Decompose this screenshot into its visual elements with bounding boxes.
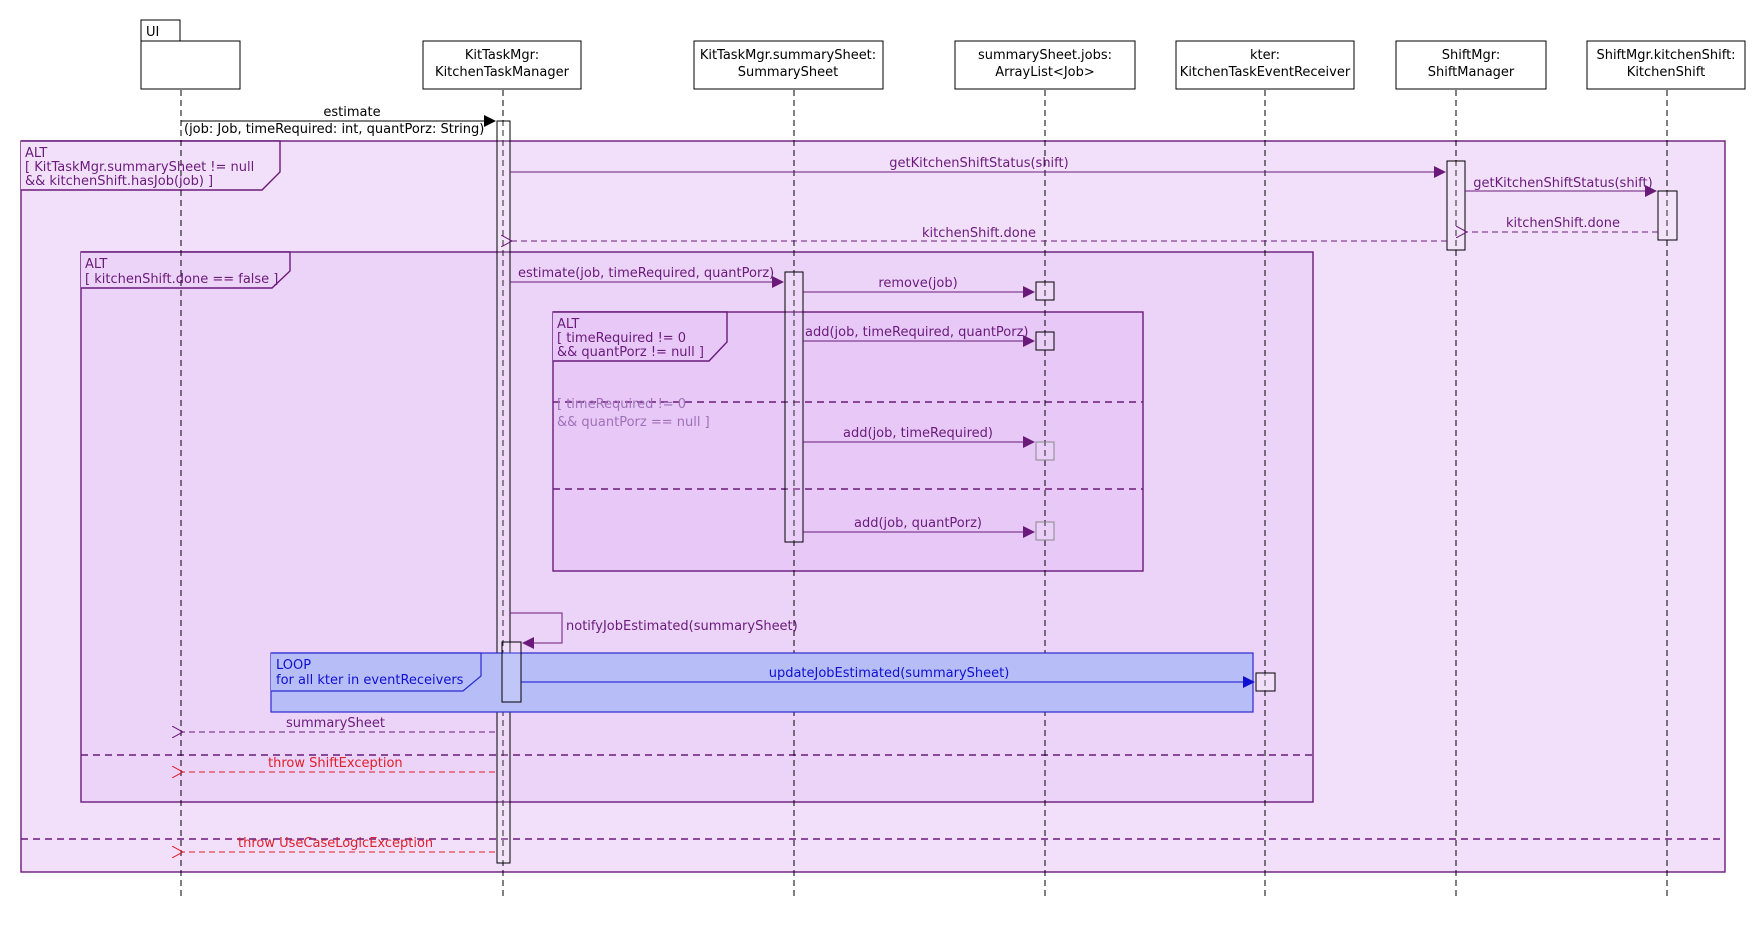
msg-get-status-2-label: getKitchenShiftStatus(shift) bbox=[1473, 176, 1652, 191]
msg-add-time-label: add(job, timeRequired) bbox=[843, 426, 993, 441]
loop-keyword: LOOP bbox=[276, 658, 311, 673]
activation-kter bbox=[1255, 672, 1276, 692]
msg-estimate-call-label: estimate(job, timeRequired, quantPorz) bbox=[518, 266, 774, 281]
msg-notify-label: notifyJobEstimated(summarySheet) bbox=[566, 619, 798, 634]
activation-sheet bbox=[784, 271, 804, 543]
participant-shiftmgr-line1: ShiftMgr: bbox=[1442, 48, 1501, 63]
msg-estimate-params: (job: Job, timeRequired: int, quantPorz:… bbox=[184, 122, 484, 137]
alt-inner-tab bbox=[553, 311, 728, 362]
participant-sheet: KitTaskMgr.summarySheet: SummarySheet bbox=[693, 40, 884, 90]
participant-jobs: summarySheet.jobs: ArrayList<Job> bbox=[954, 40, 1136, 90]
activation-kitmgr-main bbox=[496, 120, 511, 864]
participant-jobs-line2: ArrayList<Job> bbox=[995, 65, 1095, 80]
msg-get-status-1-label: getKitchenShiftStatus(shift) bbox=[889, 156, 1068, 171]
msg-done-return-1-label: kitchenShift.done bbox=[1506, 216, 1620, 231]
activation-jobs-add-time bbox=[1035, 441, 1055, 461]
alt-mid-guard: [ kitchenShift.done == false ] bbox=[85, 272, 278, 287]
alt-inner-guard-line1: [ timeRequired != 0 bbox=[557, 331, 686, 346]
alt-outer-guard-line1: [ KitTaskMgr.summarySheet != null bbox=[25, 160, 254, 175]
loop-guard: for all kter in eventReceivers bbox=[276, 673, 464, 688]
alt-inner-guard-line2: && quantPorz != null ] bbox=[557, 345, 704, 360]
msg-update-label: updateJobEstimated(summarySheet) bbox=[769, 666, 1010, 681]
participant-sheet-line1: KitTaskMgr.summarySheet: bbox=[700, 48, 876, 63]
participant-kshift: ShiftMgr.kitchenShift: KitchenShift bbox=[1586, 40, 1746, 90]
alt-mid-tab bbox=[81, 251, 291, 289]
alt-outer-keyword: ALT bbox=[25, 146, 47, 161]
activation-jobs-remove bbox=[1035, 281, 1055, 301]
activation-kitmgr-nested bbox=[501, 641, 522, 703]
alt-inner-else-guard-line1: [ timeRequired != 0 bbox=[557, 397, 686, 412]
participant-kitmgr: KitTaskMgr: KitchenTaskManager bbox=[422, 40, 582, 90]
participant-jobs-line1: summarySheet.jobs: bbox=[978, 48, 1112, 63]
msg-add-full-label: add(job, timeRequired, quantPorz) bbox=[805, 325, 1028, 340]
lifelines bbox=[180, 90, 1668, 898]
participant-ui-label: UI bbox=[146, 25, 159, 40]
alt-inner-else-guard-line2: && quantPorz == null ] bbox=[557, 415, 710, 430]
msg-done-return-2-label: kitchenShift.done bbox=[922, 226, 1036, 241]
msg-add-porz-label: add(job, quantPorz) bbox=[854, 516, 982, 531]
msg-remove-label: remove(job) bbox=[878, 276, 957, 291]
alt-outer-tab bbox=[21, 140, 281, 191]
msg-throw-shift-label: throw ShiftException bbox=[268, 756, 403, 771]
alt-mid-keyword: ALT bbox=[85, 257, 107, 272]
msg-throw-logic-label: throw UseCaseLogicException bbox=[238, 836, 433, 851]
participant-shiftmgr: ShiftMgr: ShiftManager bbox=[1395, 40, 1547, 90]
msg-estimate-label: estimate bbox=[323, 105, 380, 120]
msg-return-sheet-label: summarySheet bbox=[286, 716, 385, 731]
participant-kter-line2: KitchenTaskEventReceiver bbox=[1180, 65, 1351, 80]
participant-shiftmgr-line2: ShiftManager bbox=[1428, 65, 1515, 80]
activation-jobs-add-porz bbox=[1035, 521, 1055, 541]
activation-kshift bbox=[1657, 190, 1678, 241]
alt-outer-guard-line2: && kitchenShift.hasJob(job) ] bbox=[25, 174, 213, 189]
activation-jobs-add-full bbox=[1035, 331, 1055, 351]
participant-sheet-line2: SummarySheet bbox=[738, 65, 838, 80]
msg-notify-arrow bbox=[510, 612, 563, 649]
participant-kter-line1: kter: bbox=[1250, 48, 1280, 63]
participant-kitmgr-line1: KitTaskMgr: bbox=[465, 48, 539, 63]
activation-shiftmgr bbox=[1446, 160, 1466, 251]
participant-kshift-line2: KitchenShift bbox=[1627, 65, 1705, 80]
loop-tab bbox=[271, 652, 482, 692]
participant-ui: UI bbox=[140, 19, 241, 90]
participant-kter: kter: KitchenTaskEventReceiver bbox=[1175, 40, 1355, 90]
alt-inner-keyword: ALT bbox=[557, 317, 579, 332]
participant-kshift-line1: ShiftMgr.kitchenShift: bbox=[1596, 48, 1735, 63]
participant-kitmgr-line2: KitchenTaskManager bbox=[435, 65, 570, 80]
